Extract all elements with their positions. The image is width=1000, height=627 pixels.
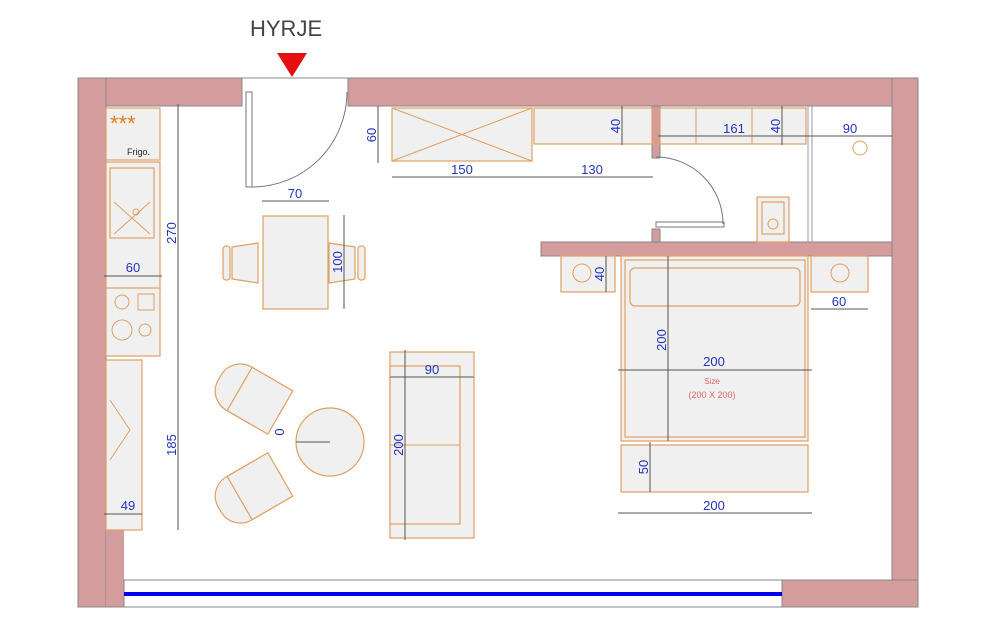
dim-bench-width: 200 <box>703 498 725 513</box>
dim-wardrobe-width: 161 <box>723 121 745 136</box>
chair <box>231 242 259 284</box>
dim-cabinet-depth: 60 <box>364 128 379 142</box>
fridge <box>105 107 161 161</box>
dim-bed-length: 200 <box>654 329 669 351</box>
bathroom-door[interactable] <box>655 156 725 228</box>
dim-sofa-length: 200 <box>391 434 406 456</box>
kitchen <box>105 107 161 531</box>
dim-wardrobe-depth: 40 <box>768 119 783 133</box>
dim-coffee-table: 0 <box>272 428 287 435</box>
armchair <box>214 363 294 435</box>
dim-nightstand-width: 60 <box>832 294 846 309</box>
entrance-label: HYRJE <box>250 16 323 41</box>
dim-shower-width: 90 <box>843 121 857 136</box>
entrance-arrow-icon <box>277 53 307 77</box>
bench <box>620 444 809 493</box>
dim-table-length: 100 <box>330 251 345 273</box>
entrance-door[interactable] <box>245 91 348 188</box>
dim-kitchen-length: 270 <box>164 222 179 244</box>
shelf <box>533 107 653 145</box>
chair <box>328 242 356 284</box>
nightstand <box>810 255 869 293</box>
dim-kitchen-depth: 60 <box>126 260 140 275</box>
dim-sofa-width: 90 <box>425 362 439 377</box>
dim-table-width: 70 <box>288 186 302 201</box>
stove <box>105 287 161 357</box>
dim-shelf-depth: 40 <box>608 119 623 133</box>
fridge-label: Frigo. <box>127 147 150 157</box>
counter <box>105 359 143 531</box>
bed-size-value: (200 X 200) <box>688 390 735 400</box>
bed-size-label: Size <box>704 377 720 386</box>
dim-nightstand-depth: 40 <box>592 267 607 281</box>
dim-counter-length: 185 <box>164 434 179 456</box>
armchair <box>214 452 294 524</box>
pillows <box>629 267 801 307</box>
dim-bench-depth: 50 <box>636 460 651 474</box>
dim-cabinet-width: 150 <box>451 162 473 177</box>
window <box>123 579 783 608</box>
fridge-symbol: *** <box>110 111 136 136</box>
dining-table <box>262 215 329 310</box>
walls <box>77 77 919 608</box>
dim-cabinet-gap: 130 <box>581 162 603 177</box>
dim-counter-depth: 49 <box>121 498 135 513</box>
dimension-lines <box>104 104 892 540</box>
shower-icon <box>852 140 868 156</box>
dim-bed-width: 200 <box>703 354 725 369</box>
